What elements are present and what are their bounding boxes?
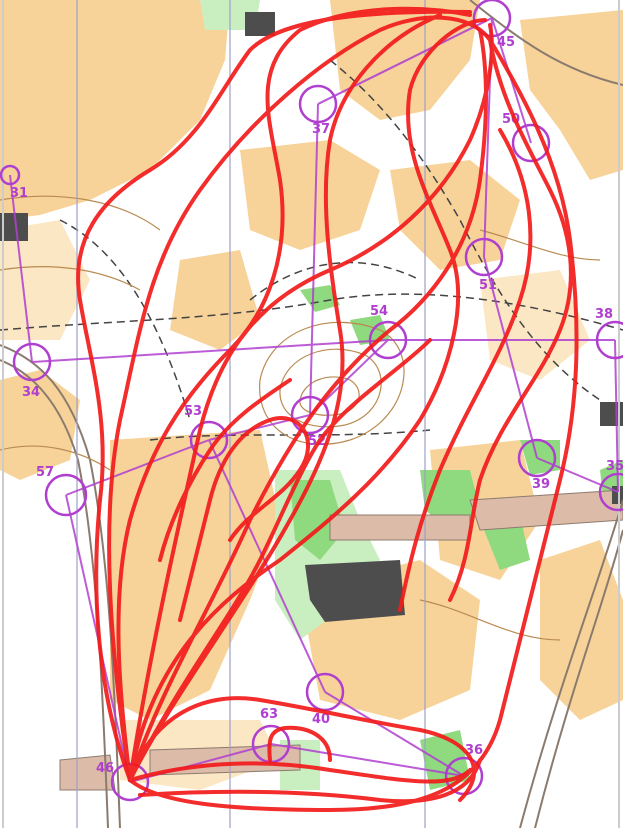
control-number: 38: [595, 307, 613, 322]
control-circle: [598, 472, 623, 512]
paths: [0, 59, 623, 441]
course-leg: [317, 17, 493, 105]
control-circle: [44, 473, 88, 517]
control-number: 31: [10, 186, 28, 201]
control-number: 53: [184, 404, 202, 419]
control-37: 37: [298, 84, 338, 137]
control-circle: [12, 342, 52, 382]
control-circle: [298, 84, 338, 124]
control-circle: [189, 420, 229, 460]
course-leg: [324, 691, 465, 777]
contours: [0, 195, 601, 641]
course-leg: [536, 457, 619, 493]
control-number: 51: [479, 278, 497, 293]
control-number: 34: [22, 385, 40, 400]
course-leg: [483, 256, 538, 459]
control-number: 63: [260, 707, 278, 722]
control-number: 35: [606, 459, 623, 474]
control-circle: [290, 395, 330, 435]
control-circle: [0, 164, 21, 186]
course-leg: [65, 439, 210, 496]
control-number: 54: [370, 304, 388, 319]
control-number: 46: [96, 761, 114, 776]
control-51: 51: [464, 237, 504, 293]
control-number: 37: [312, 122, 330, 137]
buildings: [0, 12, 623, 622]
control-54: 54: [368, 304, 408, 360]
control-circle: [464, 237, 504, 277]
course-leg: [614, 339, 619, 493]
control-53: 53: [184, 404, 229, 460]
course-leg: [208, 439, 326, 693]
control-circle: [368, 320, 408, 360]
control-number: 45: [497, 35, 515, 50]
course-leg: [270, 743, 465, 777]
control-number: 39: [532, 477, 550, 492]
control-number: 57: [36, 465, 54, 480]
control-34: 34: [12, 342, 52, 400]
control-39: 39: [517, 438, 557, 492]
control-circle: [595, 320, 623, 360]
control-31: 31: [0, 164, 28, 201]
control-38: 38: [595, 307, 623, 360]
course-leg: [9, 174, 33, 363]
course-leg: [309, 103, 319, 416]
control-number: 40: [312, 712, 330, 727]
control-circle: [511, 123, 551, 163]
control-circle: [517, 438, 557, 478]
paved-areas: [59, 489, 623, 791]
control-35: 35: [598, 459, 623, 512]
gps-track: [76, 6, 579, 812]
control-57: 57: [36, 465, 88, 517]
